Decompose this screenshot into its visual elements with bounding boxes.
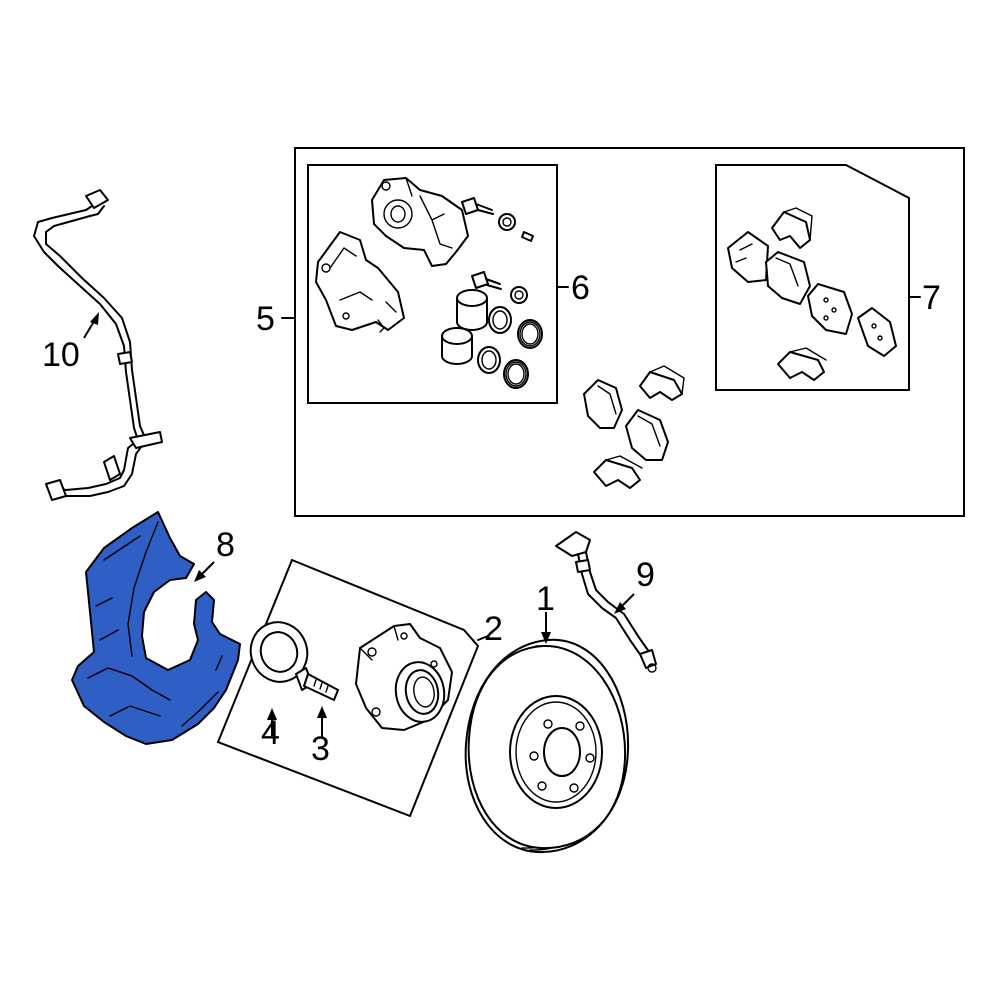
guide-pin-boot-upper[interactable] [498,213,516,231]
piston-seal-2[interactable] [477,346,501,374]
group-2-leader [477,635,489,641]
callout-6[interactable]: 6 [571,269,590,307]
caliper-bracket[interactable] [315,231,405,333]
bleeder-cap[interactable] [521,231,534,242]
group-5-frame [294,147,965,517]
leader-9-head [614,602,626,614]
callout-5[interactable]: 5 [256,300,275,338]
callout-1[interactable]: 1 [536,580,555,618]
callout-3[interactable]: 3 [311,730,330,768]
inner-pad-5[interactable] [583,379,623,429]
outer-pad-5[interactable] [625,409,669,461]
group-2-frame [216,558,480,818]
hub-seal-ring[interactable] [242,614,315,690]
caliper-housing[interactable] [371,177,469,267]
caliper-guide-bolt-lower[interactable] [471,271,502,290]
outer-pad-7[interactable] [807,283,853,335]
abs-sensor-wire[interactable] [33,189,163,501]
dust-shield[interactable] [71,511,241,745]
pad-shim-7[interactable] [727,231,769,283]
dust-shield-body [71,511,241,745]
leader-10-head [90,312,99,325]
leader-3-head [317,706,327,718]
callout-2[interactable]: 2 [484,610,503,648]
piston-seal-1[interactable] [488,306,512,334]
leader-1-head [541,632,551,644]
piston-boot-1[interactable] [517,319,543,349]
callout-4[interactable]: 4 [261,714,280,752]
leader-8-head [194,570,206,582]
leader-4-head [267,708,277,720]
abutment-clip-upper-5[interactable] [639,365,685,401]
caliper-piston-1[interactable] [456,289,488,331]
callout-10[interactable]: 10 [42,336,80,374]
group-7-frame [715,164,910,391]
hub-bolt[interactable] [295,667,339,701]
callout-8[interactable]: 8 [216,526,235,564]
hub-assembly[interactable] [355,623,453,731]
abutment-clip-upper-7[interactable] [771,207,813,249]
outer-pad-shim-7[interactable] [857,307,897,357]
callout-9[interactable]: 9 [636,556,655,594]
inner-pad-7[interactable] [765,251,811,305]
abutment-clip-lower-5[interactable] [593,455,643,489]
caliper-guide-bolt-upper[interactable] [461,197,494,215]
piston-boot-2[interactable] [503,359,529,389]
group-6-frame [307,164,558,404]
caliper-piston-2[interactable] [441,327,473,365]
abutment-clip-lower-7[interactable] [777,347,827,381]
brake-hose[interactable] [555,531,657,673]
callout-7[interactable]: 7 [922,279,941,317]
brake-rotor[interactable] [464,638,630,854]
guide-pin-boot-lower[interactable] [510,286,528,304]
